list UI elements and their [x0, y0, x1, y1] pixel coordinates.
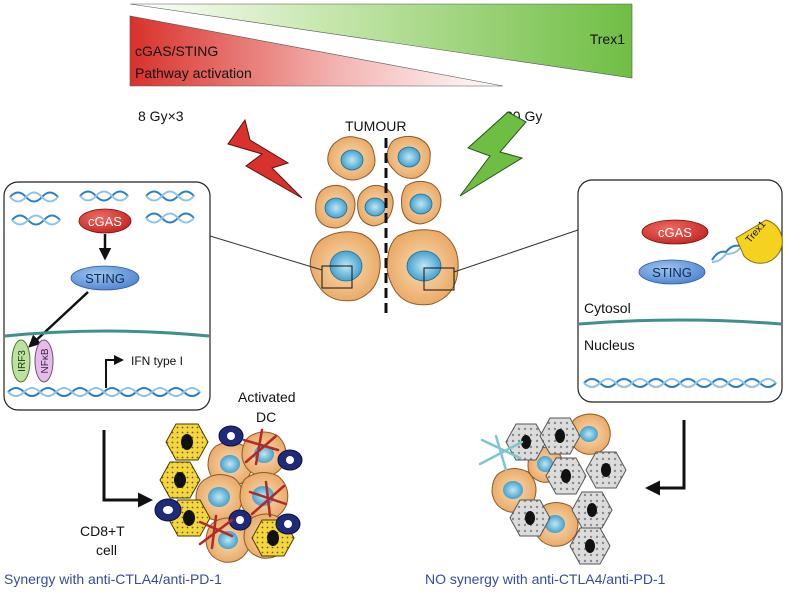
gradient-label-trex1: Trex1	[590, 31, 625, 47]
zoom-connector-right	[453, 229, 579, 273]
cgas-label-left: cGAS	[88, 214, 122, 229]
dc-label: DC	[256, 409, 276, 425]
tumour-cell	[241, 431, 287, 477]
inactive-tumour-cell	[509, 499, 551, 537]
dose-left-label: 8 Gy×3	[138, 108, 184, 124]
cgas-protein	[641, 219, 709, 245]
cd8-t-cell-label-line1: CD8+T	[80, 523, 125, 539]
gradient-label-pathway: Pathway activation	[135, 65, 252, 81]
left-caption: Synergy with anti-CTLA4/anti-PD-1	[4, 571, 222, 587]
tumour-cluster	[209, 135, 579, 318]
cd8-t-cell	[159, 461, 201, 499]
right-caption: NO synergy with anti-CTLA4/anti-PD-1	[425, 571, 666, 587]
trex1-gradient-wedge	[129, 3, 633, 79]
sting-protein	[70, 265, 140, 291]
cgas-sting-gradient-wedge	[129, 15, 504, 87]
inactive-tumour-cell	[505, 423, 547, 461]
cd8-t-cell-label-line2: cell	[96, 542, 117, 558]
nfkb-protein: NFκB	[34, 339, 54, 383]
cytosolic-dna-icon	[79, 190, 129, 202]
activated-dendritic-cell	[198, 514, 234, 550]
immune-cell	[228, 509, 252, 531]
zoom-connector-left	[209, 235, 323, 271]
cd8-t-cell	[165, 423, 209, 461]
cytosolic-dna-icon	[11, 214, 61, 226]
tumour-cell	[327, 136, 376, 181]
inactive-tumour-cell	[569, 527, 611, 565]
activated-label: Activated	[238, 389, 296, 405]
ifn-type-i-label: IFN type I	[131, 354, 183, 368]
tumour-cell	[195, 474, 244, 521]
inactive-dendritic-cell	[478, 434, 524, 472]
right-signaling-panel: cGAS Trex1 STING Cytosol Nucleus	[577, 179, 783, 403]
tumour-cell	[315, 184, 356, 229]
immune-cell	[218, 425, 244, 447]
zoom-box-left	[321, 265, 353, 289]
zoom-box-right	[423, 267, 455, 291]
left-cell-cluster	[154, 423, 303, 563]
inactive-tumour-cell	[545, 457, 587, 495]
tumour-label: TUMOUR	[345, 118, 406, 134]
left-signaling-panel: cGAS STING IRF3 NFκB IFN type I	[3, 181, 211, 411]
sting-to-nucleus-arrow	[28, 291, 89, 348]
tumour-cell	[386, 229, 459, 306]
inactive-tumour-cell	[571, 491, 613, 529]
green-lightning-icon	[459, 111, 527, 197]
cytosolic-dna-icon	[145, 190, 195, 202]
activated-dendritic-cell	[248, 480, 288, 518]
nucleus-label: Nucleus	[584, 337, 635, 353]
tumour-cell	[401, 180, 442, 225]
immune-cell	[154, 498, 182, 522]
irf3-label: IRF3	[17, 350, 28, 372]
sting-protein	[638, 259, 706, 285]
right-outcome-arrow	[645, 420, 686, 496]
tumour-cell	[357, 184, 394, 227]
genomic-dna-right	[583, 378, 777, 388]
activated-dendritic-cell	[242, 428, 280, 466]
left-outcome-arrow	[102, 430, 153, 508]
cgas-label-right: cGAS	[658, 225, 692, 240]
gradient-label-cgas-sting: cGAS/STING	[135, 43, 218, 59]
genomic-dna-left	[7, 387, 201, 397]
trex1-enzyme	[735, 219, 783, 264]
nuclear-membrane-right	[578, 318, 782, 326]
immune-cell	[275, 513, 301, 535]
right-cell-cluster	[478, 413, 627, 565]
immune-cell	[277, 449, 303, 471]
cgas-protein	[78, 208, 132, 234]
tumour-cell	[386, 135, 431, 179]
red-lightning-icon	[227, 118, 303, 199]
irf3-protein: IRF3	[11, 339, 31, 383]
sting-label-left: STING	[85, 271, 125, 286]
inactive-tumour-cell	[585, 451, 627, 489]
degraded-dna-icon	[711, 244, 741, 263]
nuclear-membrane-left	[4, 329, 210, 338]
cytosolic-dna-icon	[9, 191, 59, 203]
cytosol-label: Cytosol	[584, 300, 631, 316]
cytosolic-dna-icon	[145, 212, 195, 224]
transcription-arrow	[105, 355, 124, 388]
sting-label-right: STING	[652, 265, 692, 280]
nfkb-label: NFκB	[40, 348, 51, 373]
inactive-tumour-cell	[539, 417, 581, 455]
